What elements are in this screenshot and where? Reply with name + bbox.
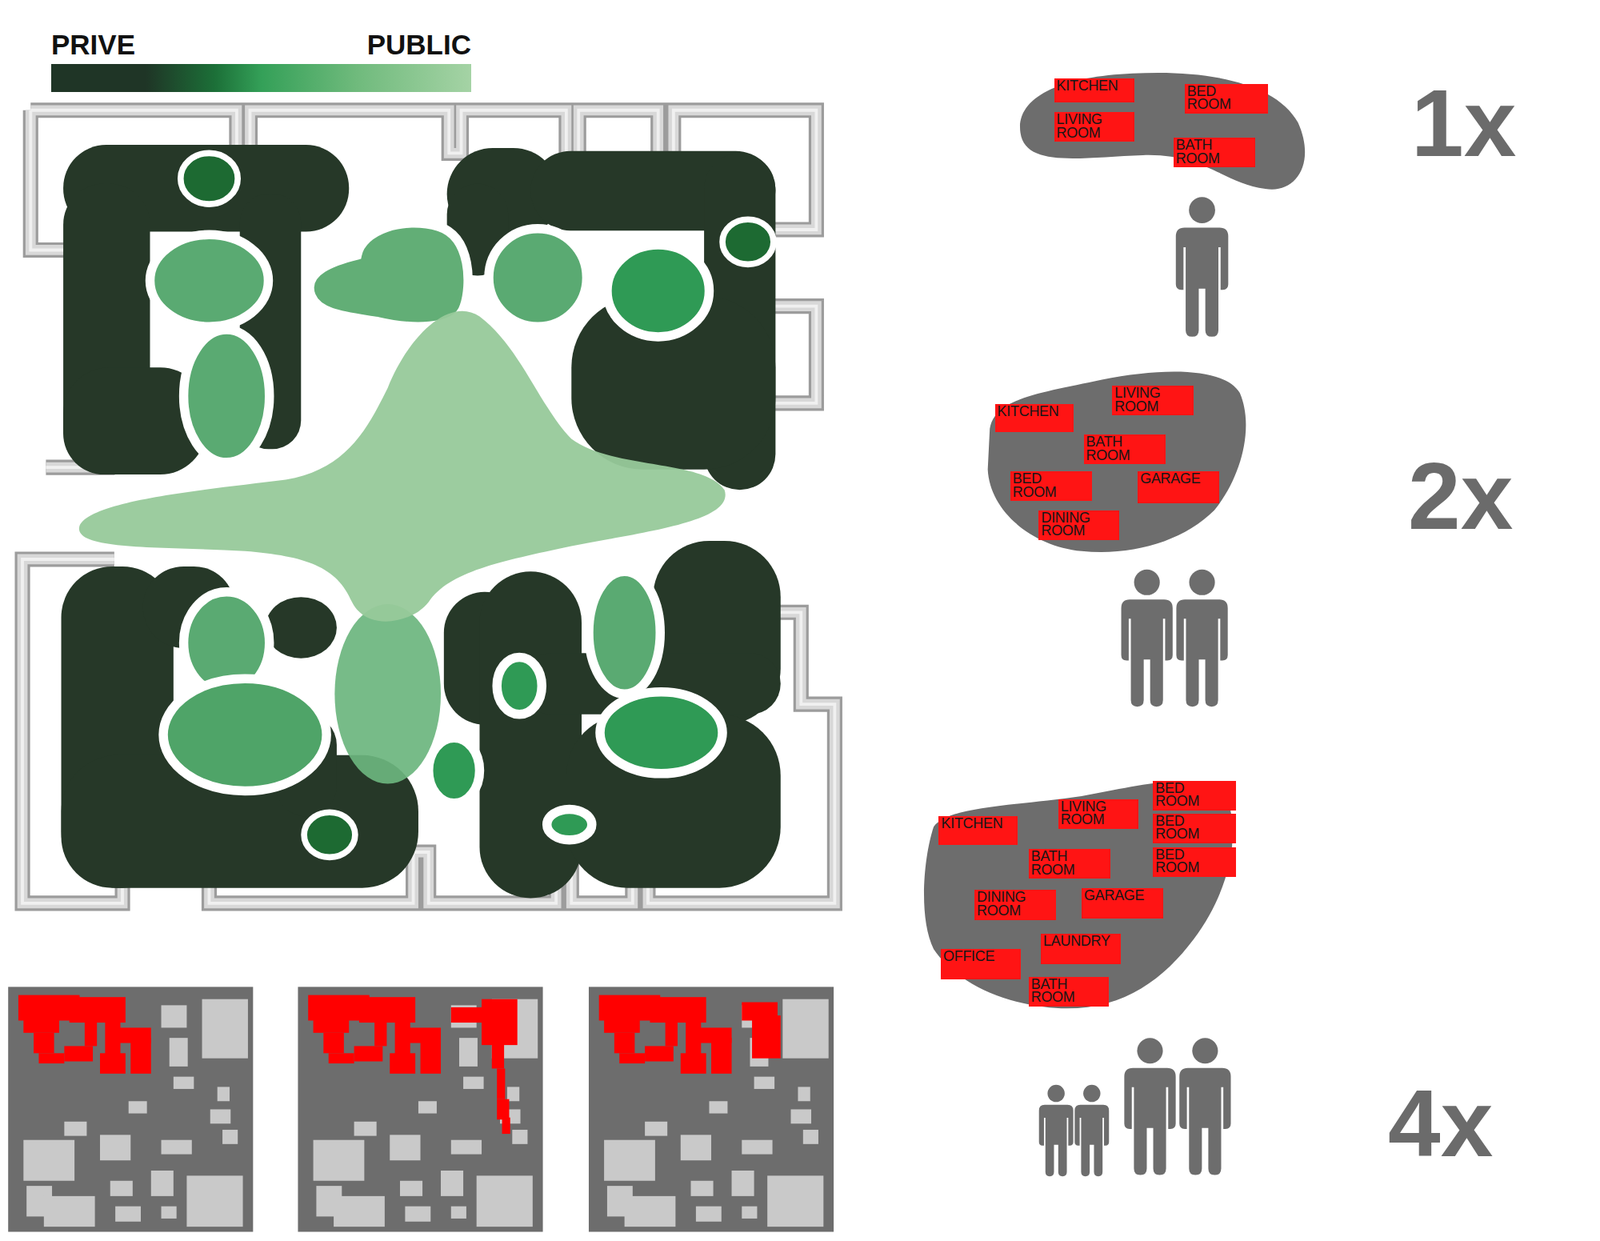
illustration-shape: [8, 986, 253, 1232]
illustration-shape: [741, 1002, 780, 1059]
room-box: DINING ROOM: [1038, 510, 1120, 540]
room-name: BATH ROOM: [1176, 138, 1220, 165]
room-name: LIVING ROOM: [1114, 386, 1160, 413]
illustration-shape: [1121, 569, 1173, 707]
illustration-shape: [607, 244, 710, 337]
illustration-shape: [752, 1015, 781, 1059]
room-name: BATH ROOM: [1031, 849, 1076, 876]
room-box: BATH ROOM: [1028, 848, 1111, 879]
household-count: 1x: [1411, 76, 1516, 171]
room-box: BED ROOM: [1152, 847, 1236, 877]
room-box: KITCHEN: [938, 816, 1017, 845]
illustration-shape: [180, 152, 238, 204]
household-count: 4x: [1388, 1076, 1493, 1171]
room-box: BED ROOM: [1010, 471, 1092, 501]
legend-label: PUBLIC: [367, 30, 472, 59]
legend-swatch: [51, 64, 262, 92]
room-name: KITCHEN: [1056, 79, 1119, 93]
room-box: BATH ROOM: [1173, 137, 1256, 168]
illustration-shape: [163, 678, 327, 791]
room-box: KITCHEN: [1054, 78, 1136, 102]
illustration-shape: [481, 999, 518, 1045]
illustration-shape: [496, 656, 542, 714]
room-box: BED ROOM: [1152, 813, 1236, 844]
room-box: BATH ROOM: [1028, 976, 1110, 1007]
illustration-shape: [600, 692, 723, 774]
room-name: OFFICE: [943, 949, 995, 964]
room-box: OFFICE: [940, 948, 1020, 980]
illustration-shape: [722, 219, 774, 264]
illustration-shape: [547, 808, 592, 840]
illustration-shape: [496, 1068, 505, 1099]
illustration-shape: [1176, 569, 1228, 707]
room-box: LAUNDRY: [1040, 933, 1120, 964]
room-box: BED ROOM: [1152, 780, 1236, 811]
room-name: GARAGE: [1140, 472, 1200, 486]
illustration-shape: [304, 812, 356, 857]
room-box: DINING ROOM: [974, 889, 1056, 920]
illustration-shape: [1020, 72, 1305, 190]
illustration-shape: [588, 986, 834, 1232]
illustration-shape: [479, 571, 582, 898]
illustration-shape: [451, 1007, 488, 1023]
room-box: BATH ROOM: [1084, 434, 1166, 464]
private-zones: [61, 144, 781, 898]
illustration-shape: [496, 1099, 509, 1120]
room-name: BED ROOM: [1155, 814, 1200, 841]
room-name: BED ROOM: [1187, 84, 1232, 112]
illustration-shape: [1176, 196, 1229, 337]
room-name: KITCHEN: [940, 816, 1003, 831]
room-box: GARAGE: [1137, 471, 1220, 504]
room-name: LIVING ROOM: [1060, 800, 1107, 827]
room-name: DINING ROOM: [1040, 511, 1090, 538]
illustration-shape: [988, 372, 1247, 552]
illustration-shape: [265, 596, 337, 659]
public-zone: [79, 311, 726, 622]
legend-swatch: [261, 64, 472, 92]
illustration-shape: [588, 986, 834, 1232]
room-box: KITCHEN: [995, 404, 1074, 432]
room-box: LIVING ROOM: [1112, 385, 1194, 416]
illustration-shape: [492, 1043, 504, 1069]
illustration-shape: [1039, 1084, 1074, 1176]
illustration-shape: [451, 999, 518, 1134]
illustration-shape: [1074, 1084, 1109, 1176]
household-count: 2x: [1408, 448, 1513, 544]
illustration-shape: [297, 986, 543, 1232]
room-box: GARAGE: [1081, 888, 1164, 919]
illustration-shape: [1124, 1037, 1176, 1175]
room-name: GARAGE: [1084, 888, 1144, 903]
legend-label: PRIVE: [51, 30, 136, 59]
program-blobs: [924, 72, 1305, 1008]
room-name: LAUNDRY: [1043, 934, 1111, 948]
room-name: LIVING ROOM: [1056, 112, 1103, 140]
room-name: KITCHEN: [997, 404, 1060, 419]
illustration-shape: [502, 1117, 511, 1134]
semi-public-zone: [334, 604, 441, 784]
room-name: BED ROOM: [1155, 848, 1200, 875]
illustration-shape: [309, 223, 468, 327]
illustration-shape: [1179, 1037, 1231, 1175]
room-name: BATH ROOM: [1031, 977, 1076, 1004]
room-name: BATH ROOM: [1086, 435, 1131, 462]
person-icons: [1039, 196, 1232, 1176]
room-box: LIVING ROOM: [1058, 799, 1140, 829]
layout-variants: [8, 986, 834, 1232]
illustration-shape: [297, 986, 543, 1232]
plan-walls: [22, 110, 835, 904]
illustration-shape: [588, 571, 660, 694]
room-name: DINING ROOM: [976, 890, 1026, 917]
room-box: BED ROOM: [1184, 84, 1269, 114]
illustration-shape: [150, 234, 269, 327]
room-box: LIVING ROOM: [1054, 112, 1136, 142]
illustration-shape: [488, 228, 587, 327]
illustration-shape: [428, 737, 480, 804]
room-name: BED ROOM: [1155, 781, 1200, 808]
illustration-shape: [184, 329, 270, 463]
room-name: BED ROOM: [1012, 472, 1057, 499]
